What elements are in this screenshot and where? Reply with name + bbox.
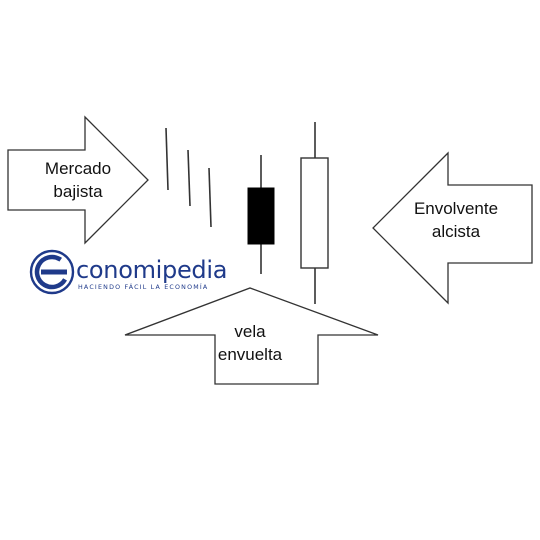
trend-stick-2 <box>187 149 191 207</box>
right-arrow-label-line-2: alcista <box>431 222 481 241</box>
bottom-arrow <box>124 287 379 385</box>
left-arrow-label-line-1: Mercado <box>44 159 112 178</box>
left-arrow-label: Mercado bajista <box>8 157 148 203</box>
logo-wordmark: conomipedia <box>76 256 228 284</box>
bottom-arrow-label: vela envuelta <box>150 320 350 366</box>
economipedia-logo: conomipedia HACIENDO FÁCIL LA ECONOMÍA <box>28 246 227 300</box>
bottom-arrow-label-line-1: vela <box>234 322 266 341</box>
logo-tagline: HACIENDO FÁCIL LA ECONOMÍA <box>78 284 209 291</box>
economipedia-logo-icon <box>29 249 75 295</box>
bearish-candle-body <box>247 187 275 245</box>
right-arrow-label: Envolvente alcista <box>380 197 532 243</box>
left-arrow <box>7 115 149 245</box>
right-arrow-label-line-1: Envolvente <box>413 199 499 218</box>
bottom-arrow-label-line-2: envuelta <box>217 345 283 364</box>
trend-stick-3 <box>208 167 212 228</box>
bullish-candle-body <box>300 157 329 269</box>
trend-stick-1 <box>165 127 169 191</box>
right-arrow <box>372 151 533 305</box>
left-arrow-label-line-2: bajista <box>53 182 103 201</box>
